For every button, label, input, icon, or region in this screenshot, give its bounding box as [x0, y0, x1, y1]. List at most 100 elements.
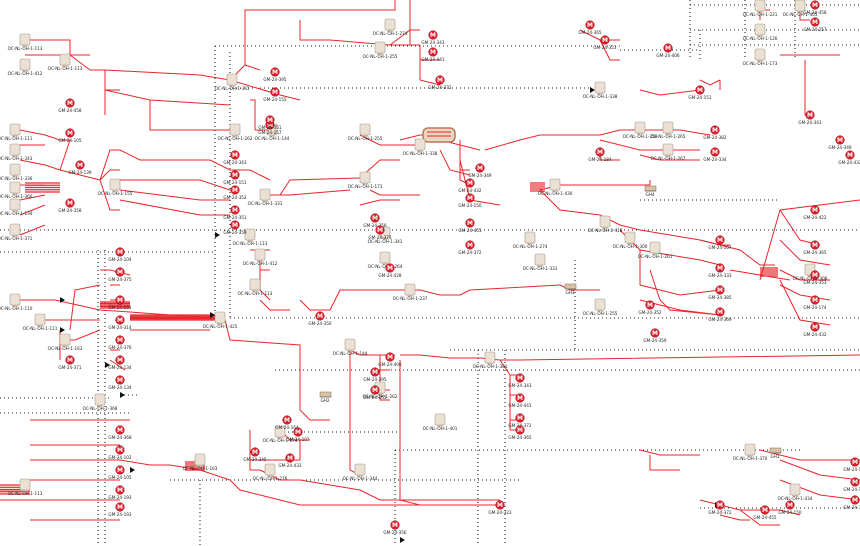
control-node[interactable]: OC-NL-OH-1-113: [238, 278, 273, 296]
control-node[interactable]: OC-NL-OH-1-425: [203, 311, 238, 329]
control-node[interactable]: OC-NL-OH-1-405: [783, 0, 818, 17]
control-node[interactable]: OC-NL-OH-1-344: [343, 463, 378, 481]
motor-symbol[interactable]: MGM-24-422: [803, 205, 827, 220]
motor-symbol[interactable]: MGM-24-323: [488, 500, 512, 515]
motor-symbol[interactable]: MGM-24-155: [263, 87, 287, 102]
motor-symbol[interactable]: MGM-24-257: [803, 17, 827, 32]
control-node[interactable]: OC-NL-OH-1-111: [23, 313, 58, 331]
motor-symbol[interactable]: MGM-24-432: [803, 322, 827, 337]
motor-symbol[interactable]: MGM-24-441: [508, 393, 532, 408]
motor-symbol[interactable]: MGM-24-433: [278, 453, 302, 468]
motor-symbol[interactable]: MGM-24-343: [798, 110, 822, 125]
motor-symbol[interactable]: MGM-24-193: [108, 485, 132, 500]
control-node[interactable]: OC-NL-OH-1-113: [8, 478, 43, 496]
motor-symbol[interactable]: MGM-24-105: [843, 457, 860, 472]
motor-symbol[interactable]: MGM-24-356: [363, 213, 387, 228]
motor-symbol[interactable]: MGM-24-104: [108, 247, 132, 262]
control-node[interactable]: OC-NL-OH-1-381: [473, 351, 508, 369]
motor-symbol[interactable]: MGM-24-352: [638, 300, 662, 315]
motor-symbol[interactable]: MGM-24-134: [108, 375, 132, 390]
motor-symbol[interactable]: MGM-24-356: [383, 520, 407, 535]
motor-symbol[interactable]: MGM-24-406: [656, 43, 680, 58]
motor-symbol[interactable]: MGM-24-174: [803, 295, 827, 310]
control-node[interactable]: OC-NL-OH-1-163: [48, 333, 83, 351]
control-node[interactable]: OC-NL-OH-1-331: [248, 188, 283, 206]
control-node[interactable]: OC-NL-OH-1-258: [623, 121, 658, 139]
motor-symbol[interactable]: MGM-24-458: [803, 0, 827, 15]
motor-symbol[interactable]: MGM-24-352: [223, 185, 247, 200]
motor-symbol[interactable]: MGM-24-441: [421, 47, 445, 62]
control-node[interactable]: OC-NL-OH-1-264: [368, 251, 403, 269]
control-node[interactable]: OC-NL-OH-1-174: [263, 425, 298, 443]
gate-symbol[interactable]: GH4: [644, 185, 657, 197]
motor-symbol[interactable]: MGM-24-372: [708, 500, 732, 515]
control-node[interactable]: OC-NL-OH-1-173: [743, 48, 778, 66]
motor-symbol[interactable]: MGM-24-105: [108, 465, 132, 480]
motor-symbol[interactable]: MGM-24-134: [108, 355, 132, 370]
control-node[interactable]: OC-NL-OH-1-338: [403, 138, 438, 156]
control-node[interactable]: OC-NL-OH-1-331: [215, 73, 250, 91]
motor-symbol[interactable]: MGM-24-351: [258, 115, 282, 130]
motor-symbol[interactable]: MGM-24-432: [458, 178, 482, 193]
motor-symbol[interactable]: MGM-24-139: [68, 160, 92, 175]
motor-symbol[interactable]: MGM-24-107: [708, 235, 732, 250]
motor-symbol[interactable]: MGM-24-150: [778, 500, 802, 515]
motor-symbol[interactable]: MGM-24-184: [588, 147, 612, 162]
control-node[interactable]: OC-NL-OH-1-261: [638, 241, 673, 259]
motor-symbol[interactable]: MGM-24-358: [843, 495, 860, 510]
motor-symbol[interactable]: MGM-24-314: [108, 315, 132, 330]
control-node[interactable]: OC-NL-OH-1-111: [0, 123, 33, 141]
motor-symbol[interactable]: MGM-24-385: [708, 285, 732, 300]
motor-symbol[interactable]: MGM-24-191: [108, 295, 132, 310]
control-node[interactable]: OC-NL-OH-1-262: [218, 123, 253, 141]
control-node[interactable]: OC-NL-OH-1-434: [778, 483, 813, 501]
motor-symbol[interactable]: MGM-24-351: [223, 205, 247, 220]
motor-symbol[interactable]: MGM-24-375: [108, 267, 132, 282]
control-node[interactable]: OC-NL-OH-1-308: [793, 263, 828, 281]
control-node[interactable]: OC-NL-OH-1-267: [651, 143, 686, 161]
control-node[interactable]: OC-NL-OH-1-255: [583, 298, 618, 316]
motor-symbol[interactable]: MGM-24-353: [803, 270, 827, 285]
motor-symbol[interactable]: MGM-24-350: [308, 311, 332, 326]
motor-symbol[interactable]: MGM-24-150: [458, 193, 482, 208]
control-node[interactable]: OC-NL-OH-1-371: [0, 223, 33, 241]
motor-symbol[interactable]: MGM-24-395: [363, 367, 387, 382]
motor-symbol[interactable]: MGM-24-349: [468, 163, 492, 178]
control-node[interactable]: OC-NL-OH-1-134: [0, 198, 33, 216]
gate-symbol[interactable]: GH2: [319, 391, 332, 403]
motor-symbol[interactable]: MGM-24-343: [508, 373, 532, 388]
motor-symbol[interactable]: MGM-24-151: [688, 85, 712, 100]
motor-symbol[interactable]: MGM-24-343: [421, 30, 445, 45]
control-node[interactable]: OC-NL-OH-1-221: [743, 0, 778, 17]
motor-symbol[interactable]: MGM-24-455: [753, 505, 777, 520]
control-node[interactable]: OC-NL-OH-1-412: [243, 248, 278, 266]
motor-symbol[interactable]: MGM-24-365: [803, 240, 827, 255]
control-node[interactable]: OC-NL-OH-1-255: [363, 41, 398, 59]
motor-symbol[interactable]: MGM-24-365: [508, 425, 532, 440]
control-node[interactable]: OC-NL-OH-1-418: [588, 215, 623, 233]
control-node[interactable]: OC-NL-OH-1-368: [83, 393, 118, 411]
control-node[interactable]: OC-NL-OH-1-331: [523, 253, 558, 271]
control-node[interactable]: OC-NL-OH-1-360: [0, 181, 33, 199]
control-node[interactable]: OC-NL-OH-1-412: [8, 58, 43, 76]
control-node[interactable]: OC-NL-OH-1-343: [0, 143, 33, 161]
motor-symbol[interactable]: MGM-24-375: [368, 225, 392, 240]
control-node[interactable]: OC-NL-OH-1-255: [348, 123, 383, 141]
control-node[interactable]: OC-NL-OH-1-173: [348, 171, 383, 189]
control-node[interactable]: OC-NL-OH-1-276: [253, 463, 288, 481]
motor-symbol[interactable]: MGM-24-334: [703, 147, 727, 162]
motor-symbol[interactable]: MGM-24-349: [828, 135, 852, 150]
motor-symbol[interactable]: MGM-24-151: [223, 170, 247, 185]
motor-symbol[interactable]: MGM-24-139: [843, 477, 860, 492]
control-node[interactable]: OC-NL-OH-1-113: [48, 53, 83, 71]
motor-symbol[interactable]: MGM-24-376: [108, 335, 132, 350]
control-node[interactable]: OC-NL-OH-1-401: [423, 413, 458, 431]
motor-symbol[interactable]: MGM-24-406: [378, 352, 402, 367]
motor-symbol[interactable]: MGM-24-102: [108, 445, 132, 460]
control-node[interactable]: OC-NL-OH-1-155: [98, 178, 133, 196]
motor-symbol[interactable]: MGM-24-359: [223, 220, 247, 235]
control-node[interactable]: OC-NL-OH-1-300: [613, 231, 648, 249]
motor-symbol[interactable]: MGM-24-372: [458, 240, 482, 255]
control-node[interactable]: OC-NL-OH-1-370: [733, 443, 768, 461]
motor-symbol[interactable]: MGM-24-428: [378, 263, 402, 278]
